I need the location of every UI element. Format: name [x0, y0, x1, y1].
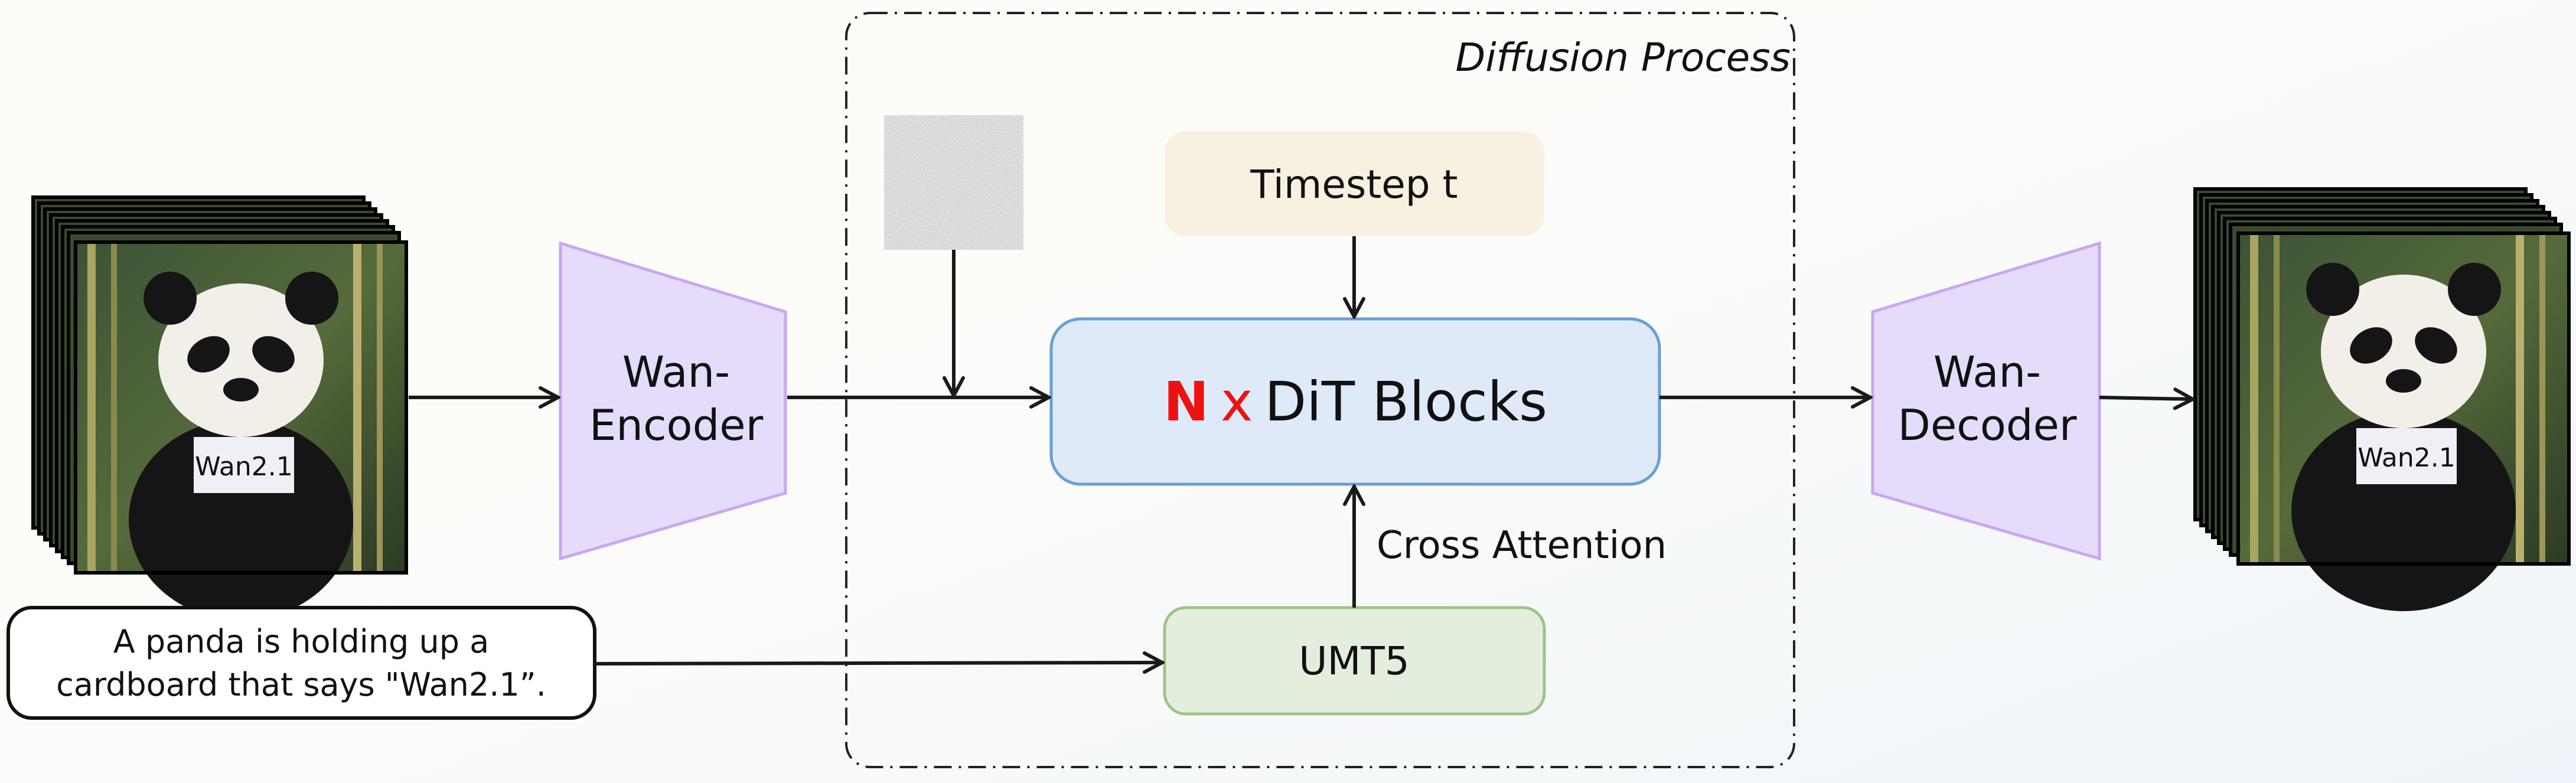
diffusion-process-frame	[845, 12, 1795, 768]
prompt-line2: cardboard that says "Wan2.1”.	[56, 666, 546, 703]
output-video-frames: Wan2.1	[2193, 187, 2571, 611]
dit-x: x	[1221, 370, 1253, 433]
noise-latent-image	[884, 115, 1023, 250]
prompt-line1: A panda is holding up a	[113, 623, 490, 660]
umt5-label: UMT5	[1299, 638, 1410, 684]
sign-text-output: Wan2.1	[2357, 443, 2456, 473]
diffusion-process-label: Diffusion Process	[1455, 35, 1791, 80]
decoder-label-line2: Decoder	[1898, 400, 2077, 450]
input-video-frames: Wan2.1	[31, 195, 408, 620]
panda-frame-image	[2238, 233, 2569, 611]
encoder-label-line1: Wan-	[622, 347, 730, 397]
arrow-prompt-to-umt5	[594, 663, 1162, 664]
wan-decoder-block	[1871, 241, 2101, 561]
encoder-label-line2: Encoder	[589, 400, 764, 450]
cross-attention-label: Cross Attention	[1377, 524, 1667, 567]
timestep-label: Timestep t	[1250, 162, 1457, 207]
wan-encoder-block	[559, 241, 787, 561]
panda-frame-image	[76, 242, 406, 620]
dit-blocks-text: DiT Blocks	[1264, 370, 1547, 433]
flow-arrows	[409, 236, 2193, 664]
timestep-block	[1165, 131, 1544, 236]
arrow-decoder-to-frames	[2099, 397, 2193, 399]
dit-n: N	[1163, 370, 1209, 433]
sign-text: Wan2.1	[195, 452, 293, 482]
decoder-label-line1: Wan-	[1933, 347, 2041, 397]
